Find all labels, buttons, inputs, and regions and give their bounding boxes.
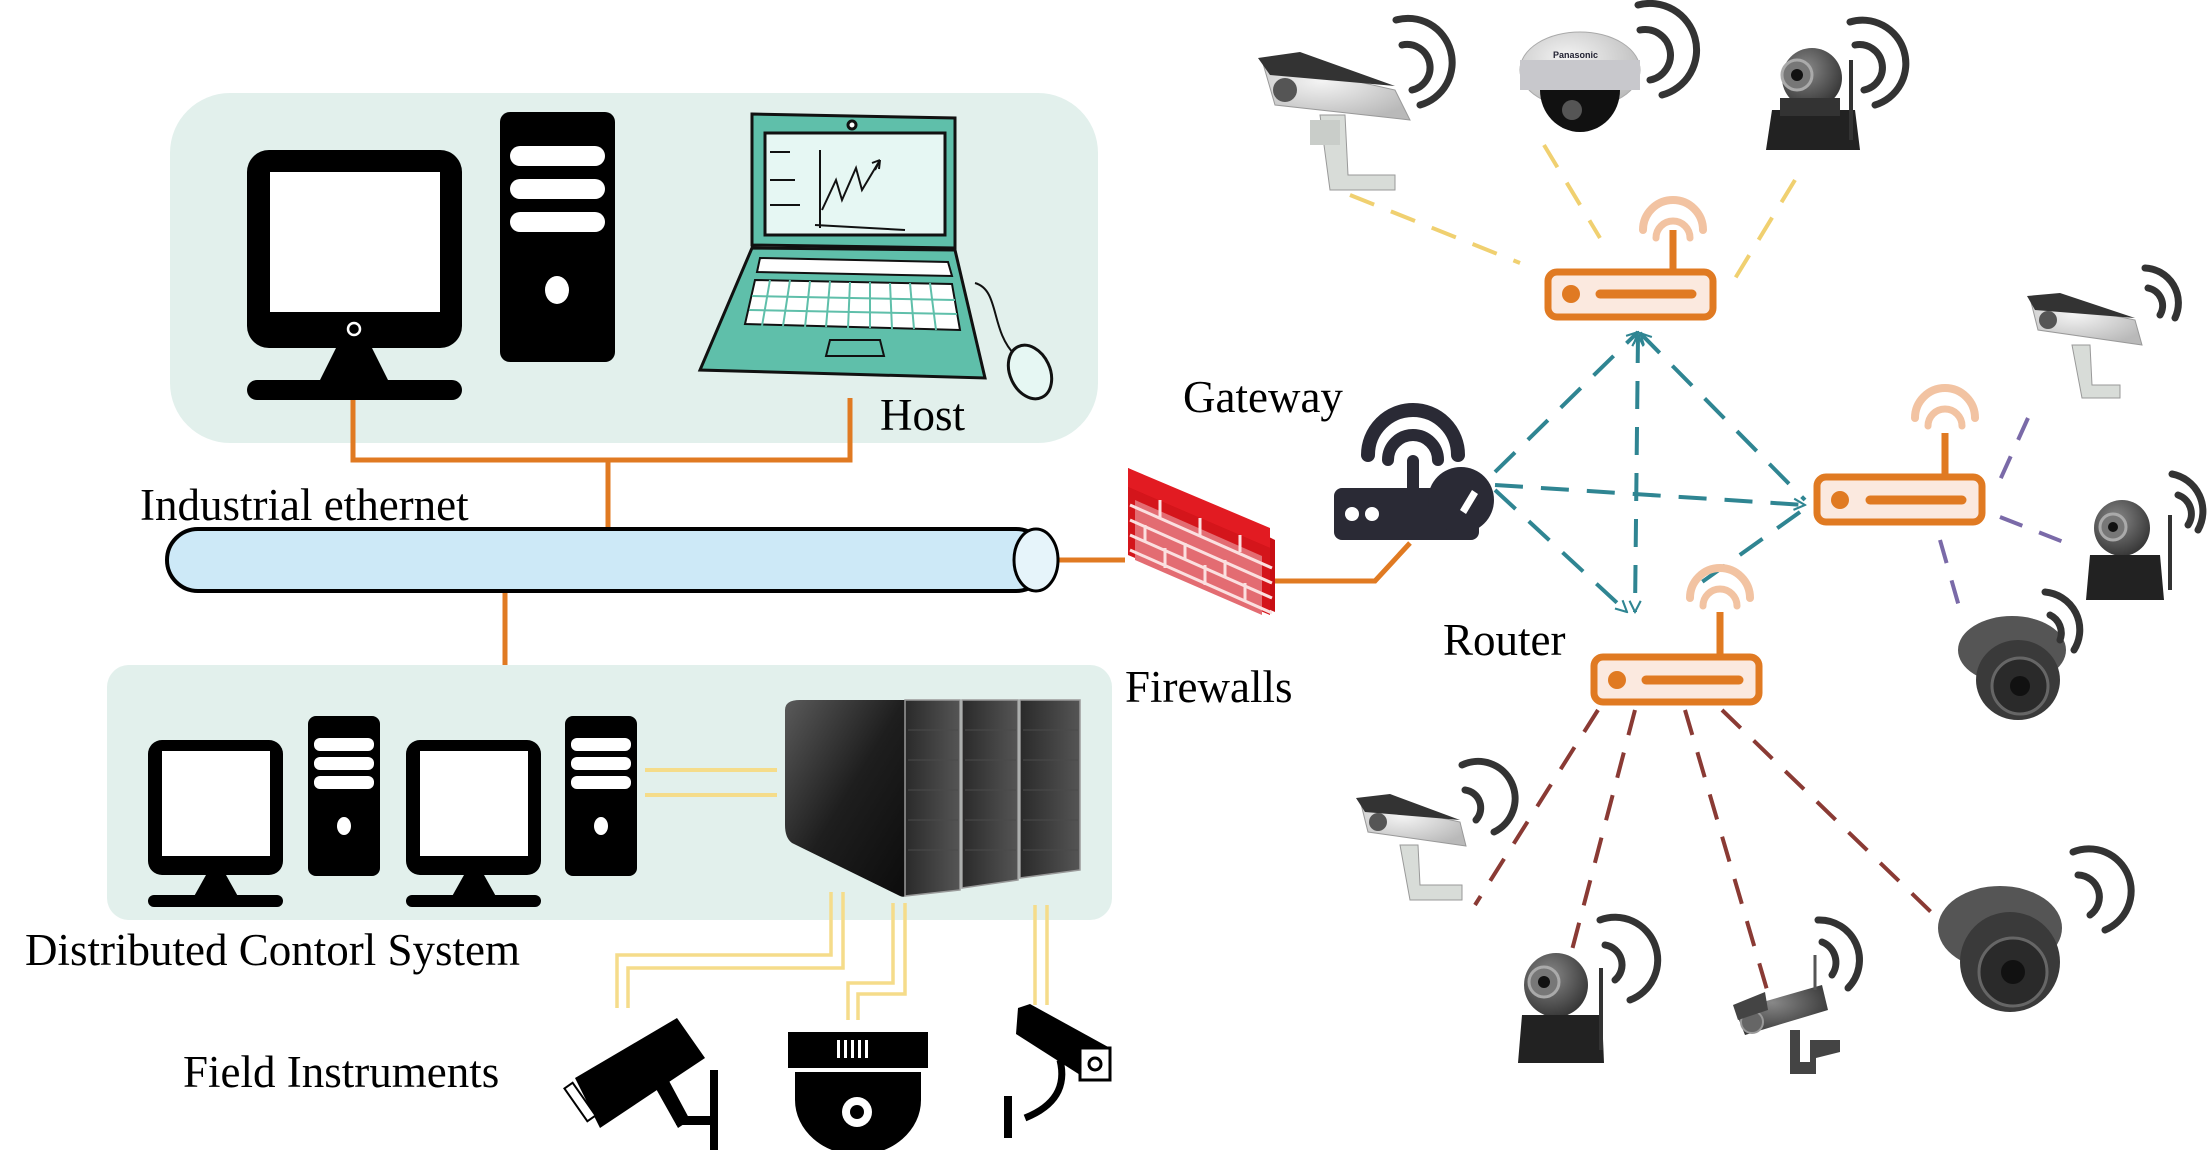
right-bullet-camera-icon bbox=[2027, 293, 2143, 399]
router-top-icon bbox=[1544, 196, 1717, 321]
field-wall-camera-icon bbox=[1004, 1004, 1112, 1138]
camera-brand-text: Panasonic bbox=[1553, 50, 1598, 60]
top-bullet-camera-icon bbox=[1258, 52, 1411, 191]
top-cluster-camera-signal-1 bbox=[1392, 14, 1456, 109]
bottom-dome-camera-icon bbox=[1938, 886, 2062, 1012]
top-cluster-camera-signal-3 bbox=[1846, 16, 1910, 109]
workstation-1-tower-icon bbox=[308, 716, 380, 876]
workstation-2-tower-icon bbox=[565, 716, 637, 876]
field-dome-camera-icon bbox=[788, 1032, 928, 1150]
bottom-ptz-camera-icon bbox=[1518, 953, 1604, 1063]
top-ptz-camera-icon bbox=[1766, 48, 1860, 150]
field-instruments-label: Field Instruments bbox=[183, 1047, 500, 1097]
firewall-icon bbox=[1128, 468, 1275, 615]
bottom-bullet-camera-icon bbox=[1356, 794, 1467, 901]
bottom-cluster-camera-signal-3 bbox=[1814, 916, 1863, 992]
bottom-cluster-links bbox=[1473, 708, 1962, 1001]
workstation-2-monitor-icon bbox=[406, 740, 541, 907]
server-rack-icon bbox=[785, 699, 1081, 897]
firewalls-label: Firewalls bbox=[1125, 662, 1293, 712]
bottom-cluster-camera-signal-1 bbox=[1458, 757, 1519, 836]
gateway-label: Gateway bbox=[1183, 372, 1343, 422]
field-bullet-camera-icon bbox=[563, 1018, 718, 1150]
bottom-cluster-camera-signal-2 bbox=[1596, 913, 1662, 1004]
dcs-links bbox=[645, 768, 777, 797]
top-cluster-camera-signal-2 bbox=[1634, 0, 1701, 99]
host-label: Host bbox=[880, 390, 966, 440]
top-cluster-links bbox=[1349, 143, 1797, 292]
dcs-label: Distributed Contorl System bbox=[25, 925, 520, 975]
top-dome-camera-icon: Panasonic bbox=[1519, 31, 1641, 132]
desktop-monitor-icon bbox=[247, 150, 462, 400]
right-cluster-links bbox=[1938, 417, 2067, 611]
right-ptz-camera-icon bbox=[2086, 500, 2172, 600]
router-bottom-icon bbox=[1590, 564, 1763, 706]
bottom-cluster-camera-signal-4 bbox=[2069, 845, 2135, 934]
bottom-wifi-bullet-camera-icon bbox=[1733, 955, 1840, 1074]
desktop-tower-icon bbox=[500, 112, 615, 362]
mesh-links bbox=[1493, 332, 1805, 612]
right-cluster-camera-signal-2 bbox=[2168, 470, 2207, 534]
industrial-ethernet-pipe bbox=[165, 527, 1060, 593]
router-right-icon bbox=[1813, 384, 1986, 526]
host-wiring bbox=[350, 398, 1412, 665]
gateway-icon bbox=[1334, 403, 1494, 540]
right-cluster-camera-signal-3 bbox=[2041, 588, 2084, 654]
laptop-icon bbox=[697, 112, 1054, 401]
right-dome-camera-icon bbox=[1958, 616, 2066, 720]
field-instrument-links bbox=[615, 892, 1049, 1020]
workstation-1-monitor-icon bbox=[148, 740, 283, 907]
router-label: Router bbox=[1443, 615, 1566, 665]
right-cluster-camera-signal-1 bbox=[2141, 264, 2182, 322]
industrial-ethernet-label: Industrial ethernet bbox=[140, 480, 469, 530]
